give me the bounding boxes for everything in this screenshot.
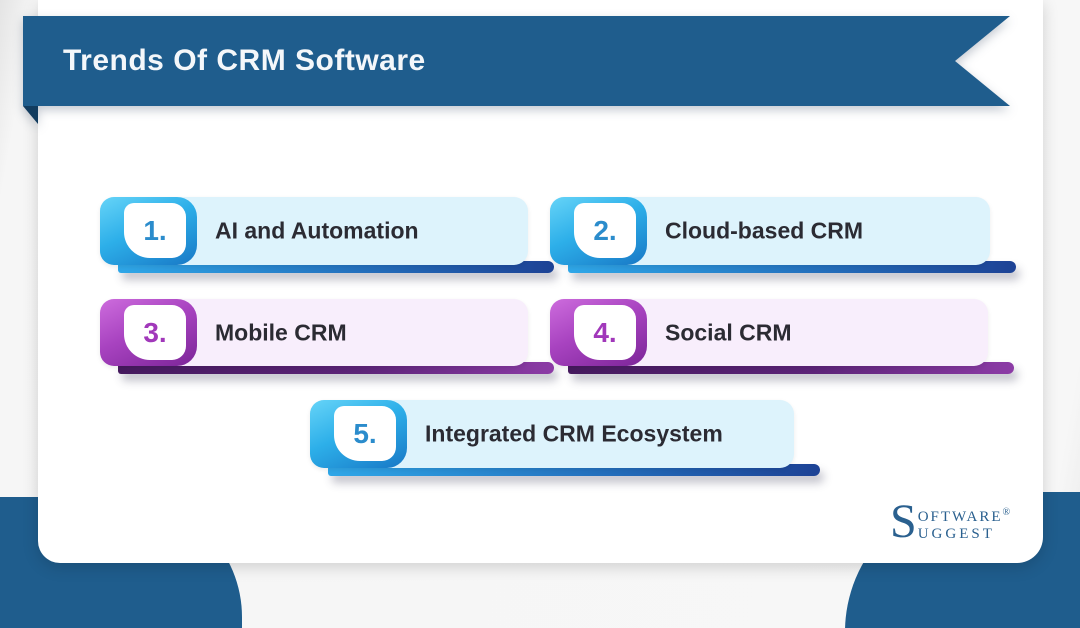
title-ribbon — [23, 16, 1010, 124]
trend-item-2: 2. Cloud-based CRM — [550, 197, 1016, 273]
item-number-panel: 4. — [550, 299, 647, 366]
softwaresuggest-logo: S OFTWARE® UGGEST — [890, 495, 1011, 548]
item-label: Integrated CRM Ecosystem — [425, 420, 723, 447]
logo-word-suggest: UGGEST — [917, 525, 995, 542]
registered-mark: ® — [1002, 507, 1011, 518]
item-number-panel: 3. — [100, 299, 197, 366]
item-number-box: 2. — [574, 203, 636, 258]
item-number-panel: 1. — [100, 197, 197, 265]
item-number-panel: 2. — [550, 197, 647, 265]
item-number-box: 5. — [334, 406, 396, 461]
item-number-box: 4. — [574, 305, 636, 360]
page-title: Trends Of CRM Software — [63, 44, 426, 77]
item-body: 4. Social CRM — [550, 299, 988, 366]
item-body: 1. AI and Automation — [100, 197, 528, 265]
item-body: 2. Cloud-based CRM — [550, 197, 990, 265]
logo-initial: S — [890, 495, 917, 548]
logo-word-software: OFTWARE® — [917, 507, 1011, 525]
item-label: AI and Automation — [215, 217, 419, 244]
item-number-box: 1. — [124, 203, 186, 258]
trend-item-1: 1. AI and Automation — [100, 197, 554, 273]
item-label: Social CRM — [665, 319, 792, 345]
trend-item-5: 5. Integrated CRM Ecosystem — [310, 400, 820, 476]
item-body: 5. Integrated CRM Ecosystem — [310, 400, 794, 468]
item-body: 3. Mobile CRM — [100, 299, 528, 366]
trend-item-3: 3. Mobile CRM — [100, 299, 554, 374]
ribbon-fold-shape — [23, 106, 38, 124]
item-label: Cloud-based CRM — [665, 217, 864, 244]
item-label: Mobile CRM — [215, 319, 347, 345]
item-number-box: 3. — [124, 305, 186, 360]
ribbon-banner-shape — [23, 16, 1010, 106]
item-number-panel: 5. — [310, 400, 407, 468]
trend-item-4: 4. Social CRM — [550, 299, 1014, 374]
